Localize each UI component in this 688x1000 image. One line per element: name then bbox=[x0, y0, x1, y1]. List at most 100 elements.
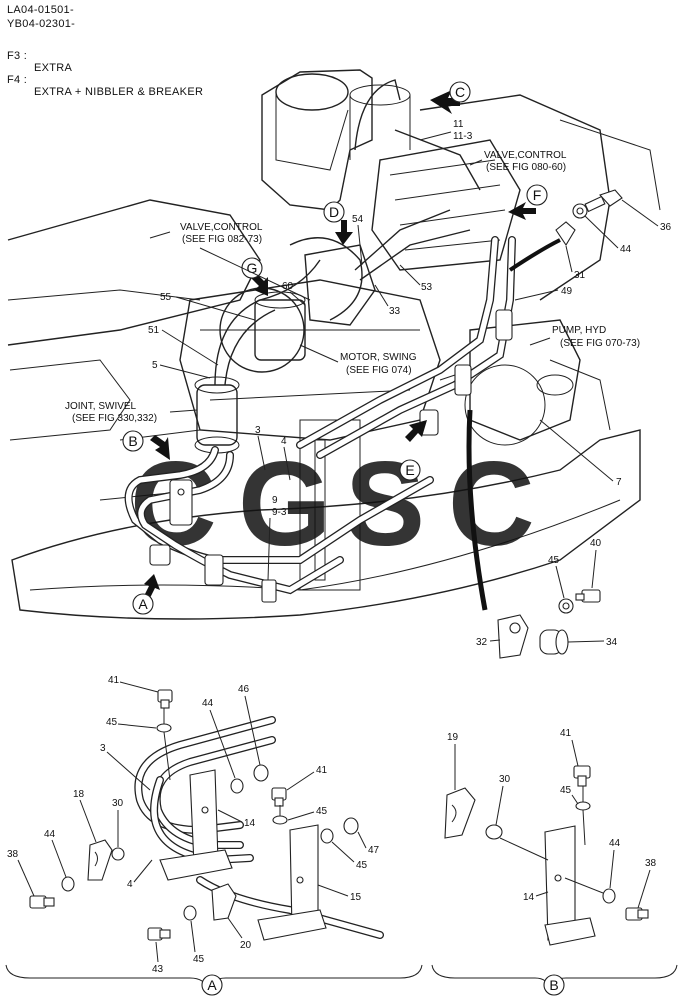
callout-7: 7 bbox=[616, 477, 622, 488]
annotation-joint-swivel: JOINT, SWIVEL (SEE FIG 330,332) bbox=[65, 401, 198, 424]
callout-9-3: 9-3 bbox=[272, 507, 287, 518]
callout-60: 60 bbox=[282, 281, 294, 292]
svg-text:B: B bbox=[549, 977, 558, 993]
callout-54: 54 bbox=[352, 214, 364, 225]
callout-b-38: 38 bbox=[645, 858, 657, 869]
view-marker-b: B bbox=[122, 430, 144, 452]
annotation-motor-swing: MOTOR, SWING (SEE FIG 074) bbox=[299, 344, 417, 376]
callout-51: 51 bbox=[148, 325, 160, 336]
svg-text:A: A bbox=[207, 977, 217, 993]
callout-a-43: 43 bbox=[152, 964, 164, 975]
callout-34: 34 bbox=[606, 637, 618, 648]
watermark-letter-4: C bbox=[448, 437, 535, 571]
svg-text:B: B bbox=[128, 433, 137, 449]
callout-5: 5 bbox=[152, 360, 158, 371]
svg-text:PUMP, HYD: PUMP, HYD bbox=[552, 325, 606, 336]
view-marker-f: F bbox=[526, 184, 548, 206]
svg-text:(SEE FIG 330,332): (SEE FIG 330,332) bbox=[72, 413, 157, 424]
callout-a-20: 20 bbox=[240, 940, 252, 951]
option-text-f4: EXTRA + NIBBLER & BREAKER bbox=[34, 86, 204, 98]
callout-a-44: 44 bbox=[202, 698, 214, 709]
svg-text:(SEE FIG 074): (SEE FIG 074) bbox=[346, 365, 412, 376]
callout-a-14: 14 bbox=[244, 818, 256, 829]
callout-49: 49 bbox=[561, 286, 573, 297]
callout-40: 40 bbox=[590, 538, 602, 549]
callout-a-30: 30 bbox=[112, 798, 124, 809]
callout-11: 11 bbox=[453, 119, 464, 130]
svg-text:(SEE FIG 082-73): (SEE FIG 082-73) bbox=[182, 234, 262, 245]
detail-b bbox=[444, 765, 649, 946]
callout-a-45: 45 bbox=[106, 717, 118, 728]
hydraulic-lines bbox=[124, 79, 561, 611]
svg-text:D: D bbox=[329, 204, 339, 220]
view-marker-e: E bbox=[399, 459, 421, 481]
callout-a-18: 18 bbox=[73, 789, 85, 800]
svg-text:F: F bbox=[533, 187, 542, 203]
annotation-valve-control-082: VALVE,CONTROL (SEE FIG 082-73) bbox=[149, 222, 311, 301]
callout-a-45d: 45 bbox=[193, 954, 205, 965]
callout-9: 9 bbox=[272, 495, 278, 506]
callout-45: 45 bbox=[548, 555, 560, 566]
callout-44: 44 bbox=[620, 244, 632, 255]
callout-3: 3 bbox=[255, 425, 261, 436]
view-marker-g: G bbox=[241, 257, 263, 279]
svg-text:A: A bbox=[138, 596, 148, 612]
serial-range-2: YB04-02301- bbox=[7, 18, 76, 30]
svg-text:JOINT, SWIVEL: JOINT, SWIVEL bbox=[65, 401, 137, 412]
callout-a-4: 4 bbox=[127, 879, 133, 890]
callout-55: 55 bbox=[160, 292, 172, 303]
option-code-f4: F4 : bbox=[7, 74, 28, 86]
callout-a-45b: 45 bbox=[316, 806, 328, 817]
callout-32: 32 bbox=[476, 637, 488, 648]
callout-a-38: 38 bbox=[7, 849, 19, 860]
annotation-pump-hyd: PUMP, HYD (SEE FIG 070-73) bbox=[529, 325, 640, 349]
view-markers: C D F G B A E bbox=[122, 81, 548, 615]
main-clamps bbox=[149, 309, 513, 603]
callout-b-45: 45 bbox=[560, 785, 572, 796]
callout-b-30: 30 bbox=[499, 774, 511, 785]
svg-text:C: C bbox=[455, 84, 465, 100]
callout-33: 33 bbox=[389, 306, 401, 317]
component-annotations: VALVE,CONTROL (SEE FIG 080-60) VALVE,CON… bbox=[65, 150, 640, 424]
callout-4: 4 bbox=[281, 436, 287, 447]
machine-outline bbox=[7, 69, 661, 620]
detail-title-a: A bbox=[5, 964, 423, 996]
callout-a-3: 3 bbox=[100, 743, 106, 754]
detail-b-callouts: 19 41 30 45 44 14 38 bbox=[447, 728, 657, 909]
svg-text:(SEE FIG 070-73): (SEE FIG 070-73) bbox=[560, 338, 640, 349]
svg-text:VALVE,CONTROL: VALVE,CONTROL bbox=[180, 222, 263, 233]
view-marker-d: D bbox=[323, 201, 345, 223]
collar-30 bbox=[485, 824, 503, 840]
callout-b-14: 14 bbox=[523, 892, 535, 903]
callout-36: 36 bbox=[660, 222, 672, 233]
option-text-f3: EXTRA bbox=[34, 62, 73, 74]
callout-a-41b: 41 bbox=[316, 765, 328, 776]
detail-a bbox=[29, 689, 384, 941]
callout-b-44: 44 bbox=[609, 838, 621, 849]
parts-lower-right bbox=[497, 589, 601, 659]
callout-a-46: 46 bbox=[238, 684, 250, 695]
callout-a-44b: 44 bbox=[44, 829, 56, 840]
annotation-valve-control-080: VALVE,CONTROL (SEE FIG 080-60) bbox=[469, 150, 567, 173]
svg-text:G: G bbox=[247, 260, 258, 276]
option-code-f3: F3 : bbox=[7, 50, 28, 62]
detail-title-b: B bbox=[431, 964, 678, 996]
callout-11-3: 11-3 bbox=[453, 131, 473, 142]
view-arrows bbox=[144, 90, 536, 598]
svg-text:MOTOR, SWING: MOTOR, SWING bbox=[340, 352, 417, 363]
callout-a-47: 47 bbox=[368, 845, 380, 856]
svg-text:(SEE FIG 080-60): (SEE FIG 080-60) bbox=[486, 162, 566, 173]
callout-31: 31 bbox=[574, 270, 586, 281]
callout-53: 53 bbox=[421, 282, 433, 293]
main-callouts: 11 11-3 36 44 31 54 53 33 49 60 55 51 5 … bbox=[148, 119, 672, 648]
detail-a-callouts: 41 46 45 44 3 41 45 18 30 14 45 47 44 38… bbox=[7, 675, 380, 975]
callout-b-19: 19 bbox=[447, 732, 459, 743]
callout-a-45c: 45 bbox=[356, 860, 368, 871]
clamp-19 bbox=[444, 787, 476, 839]
washer-45a bbox=[156, 723, 172, 733]
serial-range-1: LA04-01501- bbox=[7, 4, 74, 16]
svg-text:E: E bbox=[405, 462, 414, 478]
callout-a-15: 15 bbox=[350, 892, 362, 903]
parts-top-right bbox=[555, 189, 623, 247]
